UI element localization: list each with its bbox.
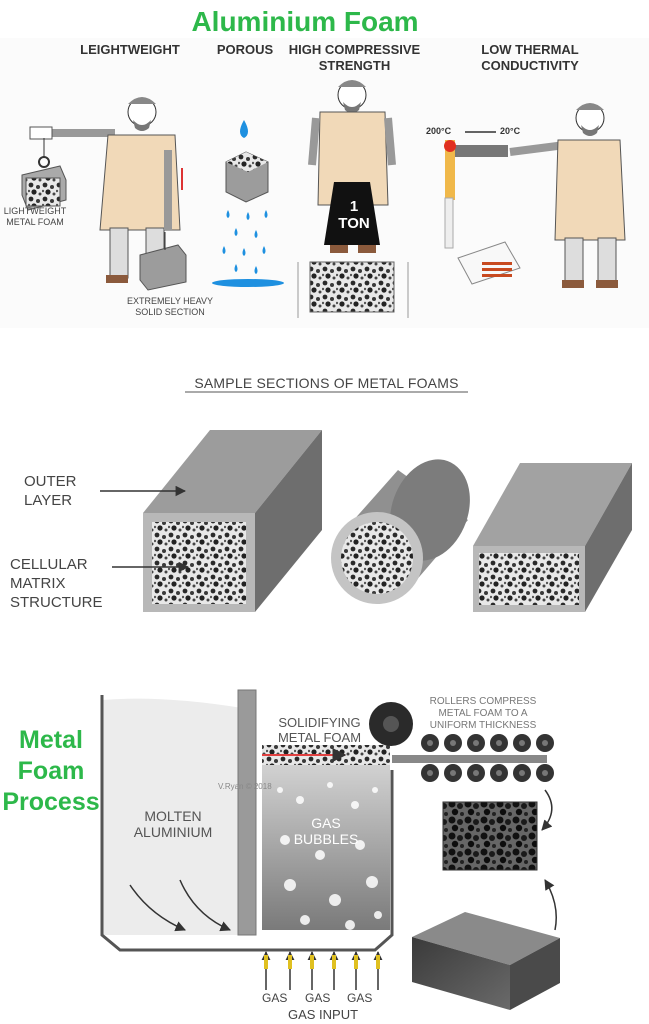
- outer-layer-line1: OUTER: [24, 473, 77, 490]
- gas-label-3: GAS: [347, 991, 373, 1005]
- foam-close-up: [442, 789, 557, 931]
- gas-label-1: GAS: [262, 991, 288, 1005]
- bubbles-label: GAS BUBBLES: [286, 815, 366, 847]
- molten-label: MOLTEN ALUMINIUM: [118, 808, 228, 840]
- rollers: [369, 702, 554, 782]
- round-section: [331, 459, 470, 604]
- molten-line2: ALUMINIUM: [133, 824, 213, 840]
- outer-layer-line2: LAYER: [24, 492, 73, 509]
- solidifying-label: SOLIDIFYING METAL FOAM: [262, 715, 377, 745]
- cellular-line2: MATRIX: [10, 575, 66, 592]
- rollers-line3: UNIFORM THICKNESS: [429, 720, 537, 731]
- process-tank: [100, 689, 394, 952]
- copyright-text: V.Ryan © 2018: [218, 782, 272, 791]
- thermal-figure: [444, 103, 626, 288]
- gas-inlets: [261, 951, 383, 990]
- property-porous: POROUS: [216, 42, 274, 57]
- property-lightweight: LEIGHTWEIGHT: [80, 42, 180, 57]
- temp-hot-label: 200°C: [426, 126, 452, 136]
- rollers-label: ROLLERS COMPRESS METAL FOAM TO A UNIFORM…: [418, 696, 548, 732]
- property-thermal: LOW THERMAL CONDUCTIVITY: [460, 42, 600, 74]
- heavy-caption-line1: EXTREMELY HEAVY: [126, 296, 214, 306]
- gas-label-2: GAS: [305, 991, 331, 1005]
- porous-figure: [212, 120, 284, 287]
- compressive-figure: [297, 80, 409, 318]
- process-heading-line1: Metal: [19, 726, 83, 754]
- heavy-caption: EXTREMELY HEAVY SOLID SECTION: [115, 296, 225, 318]
- weight-label: 1 TON: [334, 198, 374, 232]
- property-thermal-line1: LOW THERMAL: [481, 42, 579, 57]
- property-compressive: HIGH COMPRESSIVE STRENGTH: [282, 42, 427, 74]
- temp-cold-label: 20°C: [500, 126, 521, 136]
- bubbles-line2: BUBBLES: [293, 831, 359, 847]
- foam-caption: LIGHTWEIGHT METAL FOAM: [0, 206, 70, 228]
- page-title: Aluminium Foam: [191, 6, 419, 37]
- process-heading: Metal Foam Process: [2, 725, 100, 818]
- process-heading-line2: Foam: [17, 757, 85, 785]
- square-section: [143, 430, 322, 612]
- cellular-line1: CELLULAR: [10, 556, 88, 573]
- property-thermal-line2: CONDUCTIVITY: [481, 58, 579, 73]
- lightweight-figure: [21, 97, 187, 291]
- foam-slab: [412, 912, 560, 1010]
- gas-input-label: GAS INPUT: [287, 1007, 359, 1022]
- property-compressive-line2: STRENGTH: [318, 58, 391, 73]
- weight-label-line1: 1: [349, 198, 359, 215]
- cellular-line3: STRUCTURE: [10, 594, 103, 611]
- sections-title: SAMPLE SECTIONS OF METAL FOAMS: [194, 375, 459, 391]
- foam-caption-line2: METAL FOAM: [6, 217, 64, 227]
- outer-layer-label: OUTER LAYER: [24, 472, 77, 510]
- foam-caption-line1: LIGHTWEIGHT: [3, 206, 67, 216]
- cellular-label: CELLULAR MATRIX STRUCTURE: [10, 555, 103, 612]
- property-compressive-line1: HIGH COMPRESSIVE: [288, 42, 421, 57]
- bubbles-line1: GAS: [311, 815, 341, 831]
- solidifying-line1: SOLIDIFYING: [278, 715, 361, 730]
- solidifying-line2: METAL FOAM: [277, 730, 362, 745]
- rectangular-section: [473, 463, 632, 612]
- heavy-caption-line2: SOLID SECTION: [135, 307, 205, 317]
- rollers-line2: METAL FOAM TO A: [438, 708, 528, 719]
- rollers-line1: ROLLERS COMPRESS: [429, 696, 537, 707]
- molten-line1: MOLTEN: [144, 808, 202, 824]
- process-heading-line3: Process: [2, 788, 100, 816]
- weight-label-line2: TON: [338, 215, 370, 232]
